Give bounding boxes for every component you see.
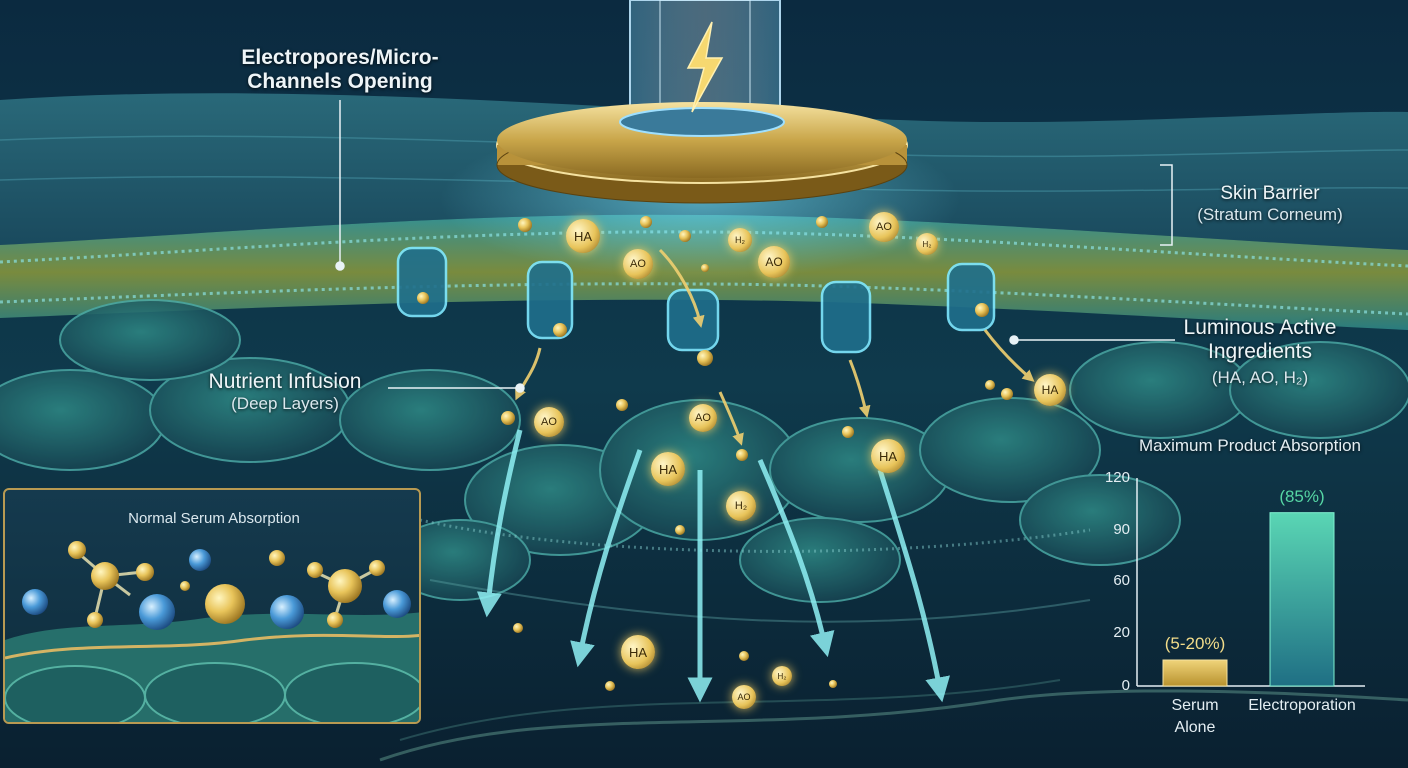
molecule-orb: HA xyxy=(1034,374,1066,406)
electropores-label-line2: Channels Opening xyxy=(247,70,433,94)
molecule-orb: H₂ xyxy=(916,233,938,255)
luminous-ingredients-label: Luminous Active Ingredients (HA, AO, H₂) xyxy=(1150,316,1370,388)
molecule-orb: HA xyxy=(871,439,905,473)
electropores-label: Electropores/Micro- Channels Opening xyxy=(205,46,475,94)
molecule-orb: HA xyxy=(621,635,655,669)
y-tick-label: 120 xyxy=(1104,469,1130,486)
molecule-orb: AO xyxy=(623,249,653,279)
molecule-orb: H₂ xyxy=(772,666,792,686)
molecule-orb: AO xyxy=(534,407,564,437)
absorption-flow-arrows xyxy=(476,429,950,703)
molecule-orb: AO xyxy=(689,404,717,432)
molecule-orb: AO xyxy=(869,212,899,242)
y-tick-label: 60 xyxy=(1113,572,1130,589)
molecule-orb: AO xyxy=(732,685,756,709)
label-leader-lines xyxy=(335,100,1175,393)
luminous-label-sub: (HA, AO, H₂) xyxy=(1211,368,1309,388)
nutrient-label-sub: (Deep Layers) xyxy=(231,394,339,414)
y-tick-label: 20 xyxy=(1113,624,1130,641)
molecule-orb: AO xyxy=(758,246,790,278)
inset-title: Normal Serum Absorption xyxy=(128,510,300,527)
nutrient-label-title: Nutrient Infusion xyxy=(208,370,362,393)
lightning-bolt-icon xyxy=(686,21,724,113)
molecule-orb: H₂ xyxy=(728,228,752,252)
skin-barrier-subtitle: (Stratum Corneum) xyxy=(1197,204,1343,224)
molecule-orb: H₂ xyxy=(726,491,756,521)
nutrient-infusion-label: Nutrient Infusion (Deep Layers) xyxy=(180,370,390,414)
luminous-label-line1: Luminous Active xyxy=(1183,316,1337,339)
particles xyxy=(417,216,1013,691)
luminous-label-line2: Ingredients xyxy=(1208,340,1312,364)
x-category-label: Electroporation xyxy=(1248,697,1356,714)
micro-channels xyxy=(396,246,996,354)
y-tick-label: 0 xyxy=(1121,677,1130,694)
normal-absorption-inset: Normal Serum Absorption xyxy=(3,488,421,724)
skin-barrier-label: Skin Barrier (Stratum Corneum) xyxy=(1180,183,1360,224)
molecule-orb: HA xyxy=(566,219,600,253)
electropores-label-line1: Electropores/Micro- xyxy=(241,46,439,69)
data-label: (5-20%) xyxy=(1164,634,1226,653)
electrode-device xyxy=(496,0,908,204)
inset-artwork xyxy=(5,541,419,722)
data-label: (85%) xyxy=(1279,486,1325,506)
skin-barrier-title: Skin Barrier xyxy=(1220,183,1320,204)
y-tick-label: 90 xyxy=(1113,521,1130,538)
chart-title: Maximum Product Absorption xyxy=(1138,436,1362,455)
molecule-orb: HA xyxy=(651,452,685,486)
